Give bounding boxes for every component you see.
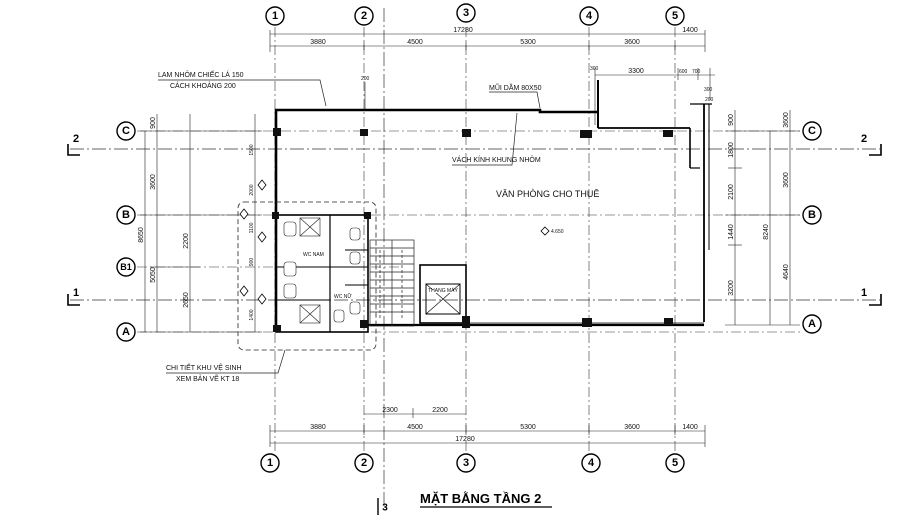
axis-label-right-a: A: [808, 318, 816, 330]
leader-moi-dam: [489, 91, 541, 109]
right-outer-dim-2: 3600: [783, 172, 790, 188]
annotation-lam-nhom-1: LAM NHÔM CHIẾC LÁ 150: [158, 69, 244, 79]
grid-lines: [137, 27, 800, 452]
left-detail-dim-5: 1400: [249, 309, 255, 320]
section-mark-left-1: 1: [73, 287, 79, 299]
left-detail-dim-4: 900: [249, 258, 255, 267]
top-small-dimension-lines: [594, 68, 715, 125]
wc-detail-boundary: [237, 201, 377, 351]
right-inner-dim-5: 3200: [728, 280, 735, 296]
top-dim-5: 1400: [682, 27, 698, 34]
top-dimension-lines: [269, 30, 706, 52]
small-dim-200b: 200: [705, 97, 714, 103]
axis-label-top-4: 4: [586, 10, 593, 22]
top-dim-1: 3880: [310, 39, 326, 46]
right-inner-dim-2: 1800: [728, 142, 735, 158]
right-inner-dim-3: 2100: [728, 184, 735, 200]
small-dim-600: 600: [679, 69, 688, 75]
axis-label-right-c: C: [808, 125, 816, 137]
left-dimension-lines: [140, 114, 262, 333]
annotation-chi-tiet-2: XEM BẢN VẼ KT 18: [176, 374, 239, 383]
right-outer-dim-total: 8240: [763, 224, 770, 240]
axis-label-top-3: 3: [463, 7, 469, 19]
drawing-title: MẶT BẰNG TẦNG 2: [420, 491, 541, 506]
leader-lam-nhom: [158, 79, 327, 107]
right-inner-dim-4: 1440: [728, 224, 735, 240]
annotation-vach-kinh: VÁCH KÍNH KHUNG NHÔM: [452, 155, 541, 164]
room-office: VĂN PHÒNG CHO THUÊ: [496, 189, 599, 199]
axis-label-top-1: 1: [272, 10, 278, 22]
room-wc-nam: WC NAM: [303, 252, 324, 258]
axis-label-top-2: 2: [361, 10, 367, 22]
small-dim-300: 300: [590, 66, 599, 72]
axis-label-bottom-2: 2: [361, 457, 367, 469]
room-wc-nu: WC NỮ: [334, 293, 352, 300]
top-dim-4: 3600: [624, 39, 640, 46]
axis-label-left-a: A: [122, 326, 130, 338]
small-dim-300b: 300: [704, 87, 713, 93]
left-outer-dim-2: 5050: [150, 267, 157, 283]
axis-label-bottom-1: 1: [267, 457, 273, 469]
left-inner-dim-3: 2650: [183, 292, 190, 308]
bottom-dim-3: 5300: [520, 424, 536, 431]
small-dim-3300: 3300: [628, 68, 644, 75]
top-dim-2: 4500: [407, 39, 423, 46]
leader-vach-kinh: [452, 112, 518, 166]
level-value: 4.650: [551, 229, 564, 235]
axis-label-left-b1: B1: [120, 262, 132, 272]
axis-bubbles-bottom: [260, 453, 685, 473]
section-mark-left-2: 2: [73, 133, 79, 145]
bottom-total-dim: 17280: [455, 436, 475, 443]
left-inner-dim-2: 2200: [183, 233, 190, 249]
axis-label-left-b: B: [122, 209, 130, 221]
axis-label-bottom-4: 4: [588, 457, 595, 469]
bottom-dim-5: 1400: [682, 424, 698, 431]
top-total-dim: 17280: [453, 27, 473, 34]
level-markers: [239, 179, 550, 305]
left-detail-dim-1: 1500: [249, 144, 255, 155]
stair: [369, 239, 415, 327]
section-lines: [70, 148, 880, 301]
right-inner-dim-1: 900: [728, 114, 735, 126]
right-dimension-lines: [725, 110, 800, 326]
axis-label-bottom-3: 3: [463, 457, 469, 469]
axis-bubbles-top: [265, 3, 685, 26]
axis-bubbles-right: [802, 121, 822, 334]
left-detail-dim-3: 1100: [249, 222, 255, 233]
bottom-dim-4: 3600: [624, 424, 640, 431]
right-outer-dim-3: 4640: [783, 264, 790, 280]
elevator-shaft: [419, 264, 467, 324]
bottom-dim-2: 4500: [407, 424, 423, 431]
axis-label-left-c: C: [122, 125, 130, 137]
elevator-label: THANG MÁY: [428, 287, 458, 294]
annotation-moi-dam: MŨI DẦM 80X50: [489, 82, 542, 92]
right-outer-dim-1: 3600: [783, 112, 790, 128]
left-detail-dim-2: 2000: [249, 184, 255, 195]
columns: [272, 128, 673, 332]
axis-bubbles-left: [116, 121, 136, 342]
section-mark-right-1: 1: [861, 287, 867, 299]
leader-chi-tiet: [166, 349, 286, 374]
annotation-lam-nhom-2: CÁCH KHOẢNG 200: [170, 81, 236, 90]
sanitary-fixtures: [283, 217, 361, 324]
section-mark-right-2: 2: [861, 133, 867, 145]
axis-label-bottom-5: 5: [672, 457, 678, 469]
section-marks: [67, 144, 882, 306]
small-dim-700: 700: [692, 69, 701, 75]
axis-label-right-b: B: [808, 209, 816, 221]
axis-label-top-5: 5: [672, 10, 678, 22]
bottom-inner-dim-1: 2300: [382, 407, 398, 414]
annotation-chi-tiet-1: CHI TIẾT KHU VỆ SINH: [166, 362, 242, 372]
left-outer-dim-total: 8650: [138, 227, 145, 243]
left-outer-dim-1: 3600: [150, 174, 157, 190]
bottom-dim-1: 3880: [310, 424, 326, 431]
bottom-dimension-lines: [269, 408, 706, 447]
bottom-inner-dim-2: 2200: [432, 407, 448, 414]
section-marker-3: 3: [382, 503, 388, 514]
left-inner-dim-1: 900: [150, 117, 157, 129]
top-dim-3: 5300: [520, 39, 536, 46]
small-dim-200: 200: [361, 76, 370, 82]
